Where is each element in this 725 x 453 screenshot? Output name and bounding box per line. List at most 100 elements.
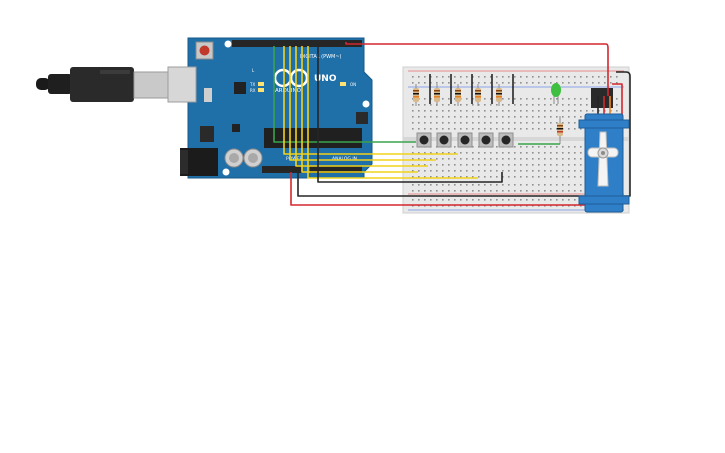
breadboard-hole	[418, 205, 420, 207]
breadboard-hole	[520, 184, 522, 186]
breadboard-hole	[478, 128, 480, 130]
breadboard-hole	[418, 190, 420, 192]
wire-yellow-2	[289, 46, 436, 161]
breadboard-hole	[544, 76, 546, 78]
breadboard-hole	[502, 190, 504, 192]
breadboard-hole	[532, 104, 534, 106]
breadboard-hole	[532, 190, 534, 192]
breadboard-hole	[538, 170, 540, 172]
breadboard-hole	[568, 110, 570, 112]
breadboard-hole	[466, 122, 468, 124]
breadboard-hole	[532, 122, 534, 124]
breadboard-hole	[424, 190, 426, 192]
breadboard-hole	[412, 190, 414, 192]
pushbutton-cap[interactable]	[460, 135, 470, 145]
breadboard-hole	[478, 82, 480, 84]
breadboard-hole	[508, 190, 510, 192]
breadboard-hole	[478, 176, 480, 178]
pushbutton[interactable]	[436, 132, 452, 148]
breadboard-hole	[556, 110, 558, 112]
led	[551, 83, 561, 104]
pushbutton[interactable]	[416, 132, 432, 148]
breadboard-hole	[556, 170, 558, 172]
breadboard-hole	[490, 122, 492, 124]
breadboard-hole	[484, 152, 486, 154]
breadboard-hole	[490, 190, 492, 192]
breadboard-hole	[538, 110, 540, 112]
breadboard-hole	[460, 164, 462, 166]
servo-tab-top	[578, 119, 630, 129]
breadboard-hole	[544, 199, 546, 201]
arduino-uno-board: ARDUINO UNO DIGITAL (PWM~) POWER ANALOG …	[167, 37, 373, 179]
breadboard-hole	[502, 116, 504, 118]
breadboard-hole	[496, 184, 498, 186]
breadboard-hole	[448, 158, 450, 160]
resistor	[455, 84, 461, 106]
breadboard-hole	[442, 128, 444, 130]
pushbutton[interactable]	[457, 132, 473, 148]
breadboard-hole	[556, 104, 558, 106]
breadboard-hole	[442, 205, 444, 207]
breadboard-hole	[532, 128, 534, 130]
breadboard-hole	[574, 158, 576, 160]
breadboard-hole	[466, 116, 468, 118]
breadboard-hole	[448, 170, 450, 172]
breadboard-hole	[508, 82, 510, 84]
pushbutton[interactable]	[478, 132, 494, 148]
breadboard-hole	[430, 152, 432, 154]
breadboard-hole	[580, 82, 582, 84]
breadboard-hole	[508, 184, 510, 186]
breadboard-hole	[574, 122, 576, 124]
breadboard-hole	[574, 116, 576, 118]
breadboard-hole	[502, 82, 504, 84]
resistor-band	[496, 93, 502, 95]
breadboard-hole	[502, 122, 504, 124]
pushbutton-cap[interactable]	[439, 135, 449, 145]
breadboard-hole	[514, 122, 516, 124]
breadboard-hole	[412, 98, 414, 100]
breadboard-hole	[526, 158, 528, 160]
breadboard-hole	[472, 104, 474, 106]
breadboard-hole	[484, 76, 486, 78]
pushbutton[interactable]	[498, 132, 514, 148]
reset-button[interactable]	[199, 45, 210, 56]
breadboard-hole	[550, 110, 552, 112]
resistor-band	[413, 96, 419, 98]
breadboard-hole	[490, 158, 492, 160]
breadboard-hole	[430, 128, 432, 130]
breadboard-hole	[550, 82, 552, 84]
breadboard-hole	[412, 158, 414, 160]
breadboard-hole	[538, 146, 540, 148]
breadboard-hole	[418, 116, 420, 118]
breadboard-hole	[454, 158, 456, 160]
breadboard-hole	[454, 116, 456, 118]
breadboard-hole	[454, 146, 456, 148]
pushbutton-cap[interactable]	[419, 135, 429, 145]
digital-header	[232, 40, 362, 47]
breadboard-hole	[430, 104, 432, 106]
breadboard-hole	[418, 158, 420, 160]
breadboard-hole	[454, 128, 456, 130]
breadboard-hole	[412, 152, 414, 154]
breadboard-hole	[472, 199, 474, 201]
breadboard-hole	[556, 152, 558, 154]
breadboard-hole	[532, 98, 534, 100]
breadboard-hole	[436, 152, 438, 154]
breadboard-hole	[478, 199, 480, 201]
analog-label: ANALOG IN	[332, 156, 357, 162]
breadboard-hole	[484, 82, 486, 84]
breadboard-hole	[538, 164, 540, 166]
usb-cable-end	[36, 78, 50, 90]
resistor	[496, 84, 502, 106]
breadboard-hole	[544, 116, 546, 118]
pushbutton-cap[interactable]	[481, 135, 491, 145]
breadboard-hole	[466, 104, 468, 106]
breadboard-hole	[550, 116, 552, 118]
breadboard-hole	[550, 205, 552, 207]
pushbutton-cap[interactable]	[501, 135, 511, 145]
breadboard-hole	[568, 205, 570, 207]
breadboard-hole	[430, 190, 432, 192]
breadboard-hole	[502, 104, 504, 106]
breadboard-hole	[526, 152, 528, 154]
breadboard-hole	[574, 199, 576, 201]
